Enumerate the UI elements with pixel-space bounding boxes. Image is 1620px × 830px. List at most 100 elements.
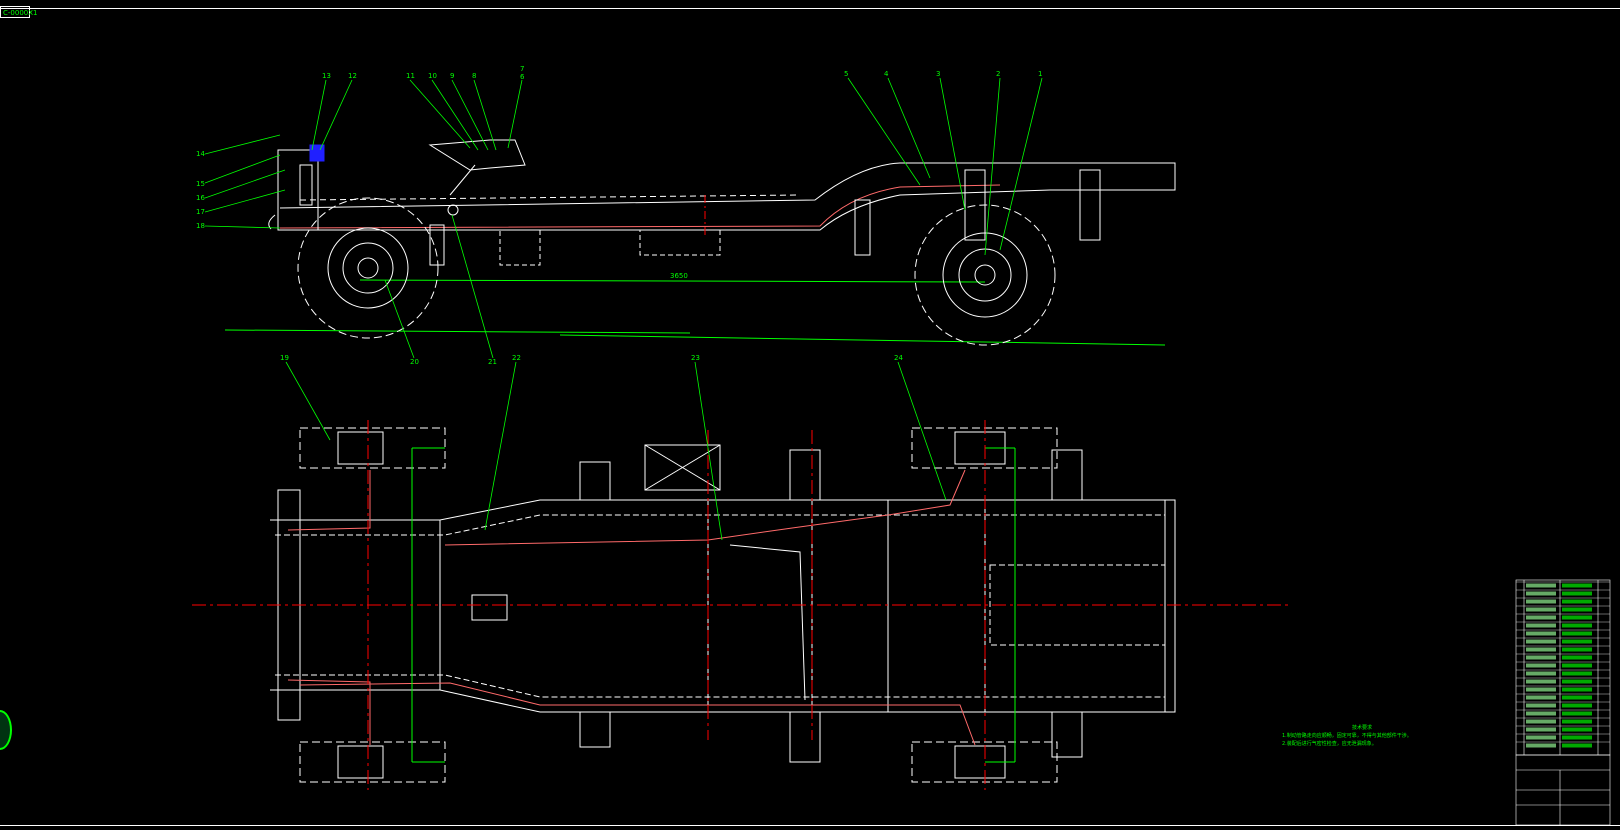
note-line-1: 1.制动管路走向应顺畅，固定可靠，不得与其他部件干涉。 (1282, 733, 1412, 739)
leader-1 (999, 77, 1043, 251)
pedal-rod (449, 164, 476, 196)
callout-15: 15 (196, 180, 205, 188)
side-callouts: 13 12 11 10 9 8 7 6 5 4 3 2 1 14 15 16 1… (196, 65, 1042, 366)
parts-row-code (1526, 703, 1556, 708)
leader-14 (204, 134, 281, 155)
bracket-bottom-2 (789, 711, 821, 763)
callout-3: 3 (936, 70, 940, 78)
parts-rows (1516, 581, 1610, 748)
leader-19 (285, 361, 331, 441)
parts-list (1515, 579, 1611, 826)
spring-hanger-2 (964, 169, 986, 241)
ground-line-rear (559, 334, 1166, 346)
parts-row-entry (1562, 591, 1592, 596)
parts-row-entry (1562, 711, 1592, 716)
leader-17 (204, 189, 286, 213)
leader-16 (204, 169, 286, 199)
parts-row-code (1526, 591, 1556, 596)
parts-row-entry (1562, 679, 1592, 684)
callout-8: 8 (472, 72, 476, 80)
callout-5: 5 (844, 70, 848, 78)
tow-hook (268, 214, 276, 230)
battery-x-2 (644, 444, 721, 491)
wheelbase-dimension: 3650 (670, 272, 688, 280)
parts-row-entry (1562, 663, 1592, 668)
parts-row-code (1526, 631, 1556, 636)
callout-7: 7 (520, 65, 524, 73)
callout-17: 17 (196, 208, 205, 216)
front-left-wheel (299, 427, 446, 469)
front-tire-inner (327, 227, 409, 309)
brake-line-plan-upper (287, 469, 966, 546)
bracket-bottom-1 (579, 711, 611, 748)
parts-row-code (1526, 655, 1556, 660)
parts-row-code (1526, 727, 1556, 732)
callout-1: 1 (1038, 70, 1042, 78)
front-hub (342, 242, 394, 294)
leader-22 (484, 361, 517, 531)
callout-24: 24 (894, 354, 903, 362)
leader-23 (694, 361, 723, 541)
parts-row-entry (1562, 735, 1592, 740)
parts-row-code (1526, 583, 1556, 588)
parts-row-code (1526, 735, 1556, 740)
leader-10 (431, 79, 479, 151)
callout-12: 12 (348, 72, 357, 80)
pedal-pivot (447, 204, 459, 216)
rear-tire-inner (942, 232, 1028, 318)
parts-row-entry (1562, 743, 1592, 748)
leader-5 (847, 77, 921, 186)
front-mount (299, 164, 313, 206)
leader-3 (939, 77, 966, 211)
parts-row-entry (1562, 687, 1592, 692)
parts-row-code (1526, 671, 1556, 676)
rear-hub-center (974, 264, 996, 286)
leader-9 (451, 79, 489, 151)
callout-14: 14 (196, 150, 205, 158)
parts-row-code (1526, 743, 1556, 748)
parts-row-code (1526, 695, 1556, 700)
plan-callouts: 19 22 23 24 (280, 354, 903, 362)
top-frame-line (0, 8, 1620, 9)
leader-8 (473, 79, 497, 151)
ground-line-front (224, 329, 691, 334)
parts-row-entry (1562, 583, 1592, 588)
parts-row-entry (1562, 639, 1592, 644)
bracket-top-1 (579, 461, 611, 501)
callout-13: 13 (322, 72, 331, 80)
plan-frame-inner (275, 514, 1165, 698)
front-bracket (277, 149, 319, 231)
callout-4: 4 (884, 70, 889, 78)
battery-box (499, 229, 541, 266)
parts-row-code (1526, 663, 1556, 668)
note-line-2: 2.装配后进行气密性检查，应无泄漏现象。 (1282, 741, 1377, 747)
bracket-top-3 (1051, 449, 1083, 501)
plan-centerlines (192, 420, 1290, 790)
rear-hub (958, 248, 1012, 302)
bracket-top-2 (789, 449, 821, 501)
callout-22: 22 (512, 354, 521, 362)
leader-18 (204, 225, 281, 229)
leader-20 (384, 279, 415, 359)
leader-4 (887, 77, 931, 179)
parts-row-code (1526, 623, 1556, 628)
callout-18: 18 (196, 222, 205, 230)
front-right-drum (337, 745, 384, 779)
frame-rail-upper (279, 162, 1176, 209)
frame-dashed-line (299, 194, 801, 201)
callout-19: 19 (280, 354, 289, 362)
spring-hanger-1 (854, 199, 871, 256)
side-view (224, 139, 1176, 346)
parts-row-code (1526, 679, 1556, 684)
parts-row-code (1526, 687, 1556, 692)
fuel-tank (639, 229, 721, 256)
battery-box-plan (644, 444, 721, 491)
leader-12 (319, 79, 353, 151)
callout-23: 23 (691, 354, 700, 362)
parts-row-entry (1562, 671, 1592, 676)
callout-16: 16 (196, 194, 205, 202)
parts-row-code (1526, 599, 1556, 604)
parts-row-entry (1562, 615, 1592, 620)
brake-line-center (729, 544, 806, 701)
